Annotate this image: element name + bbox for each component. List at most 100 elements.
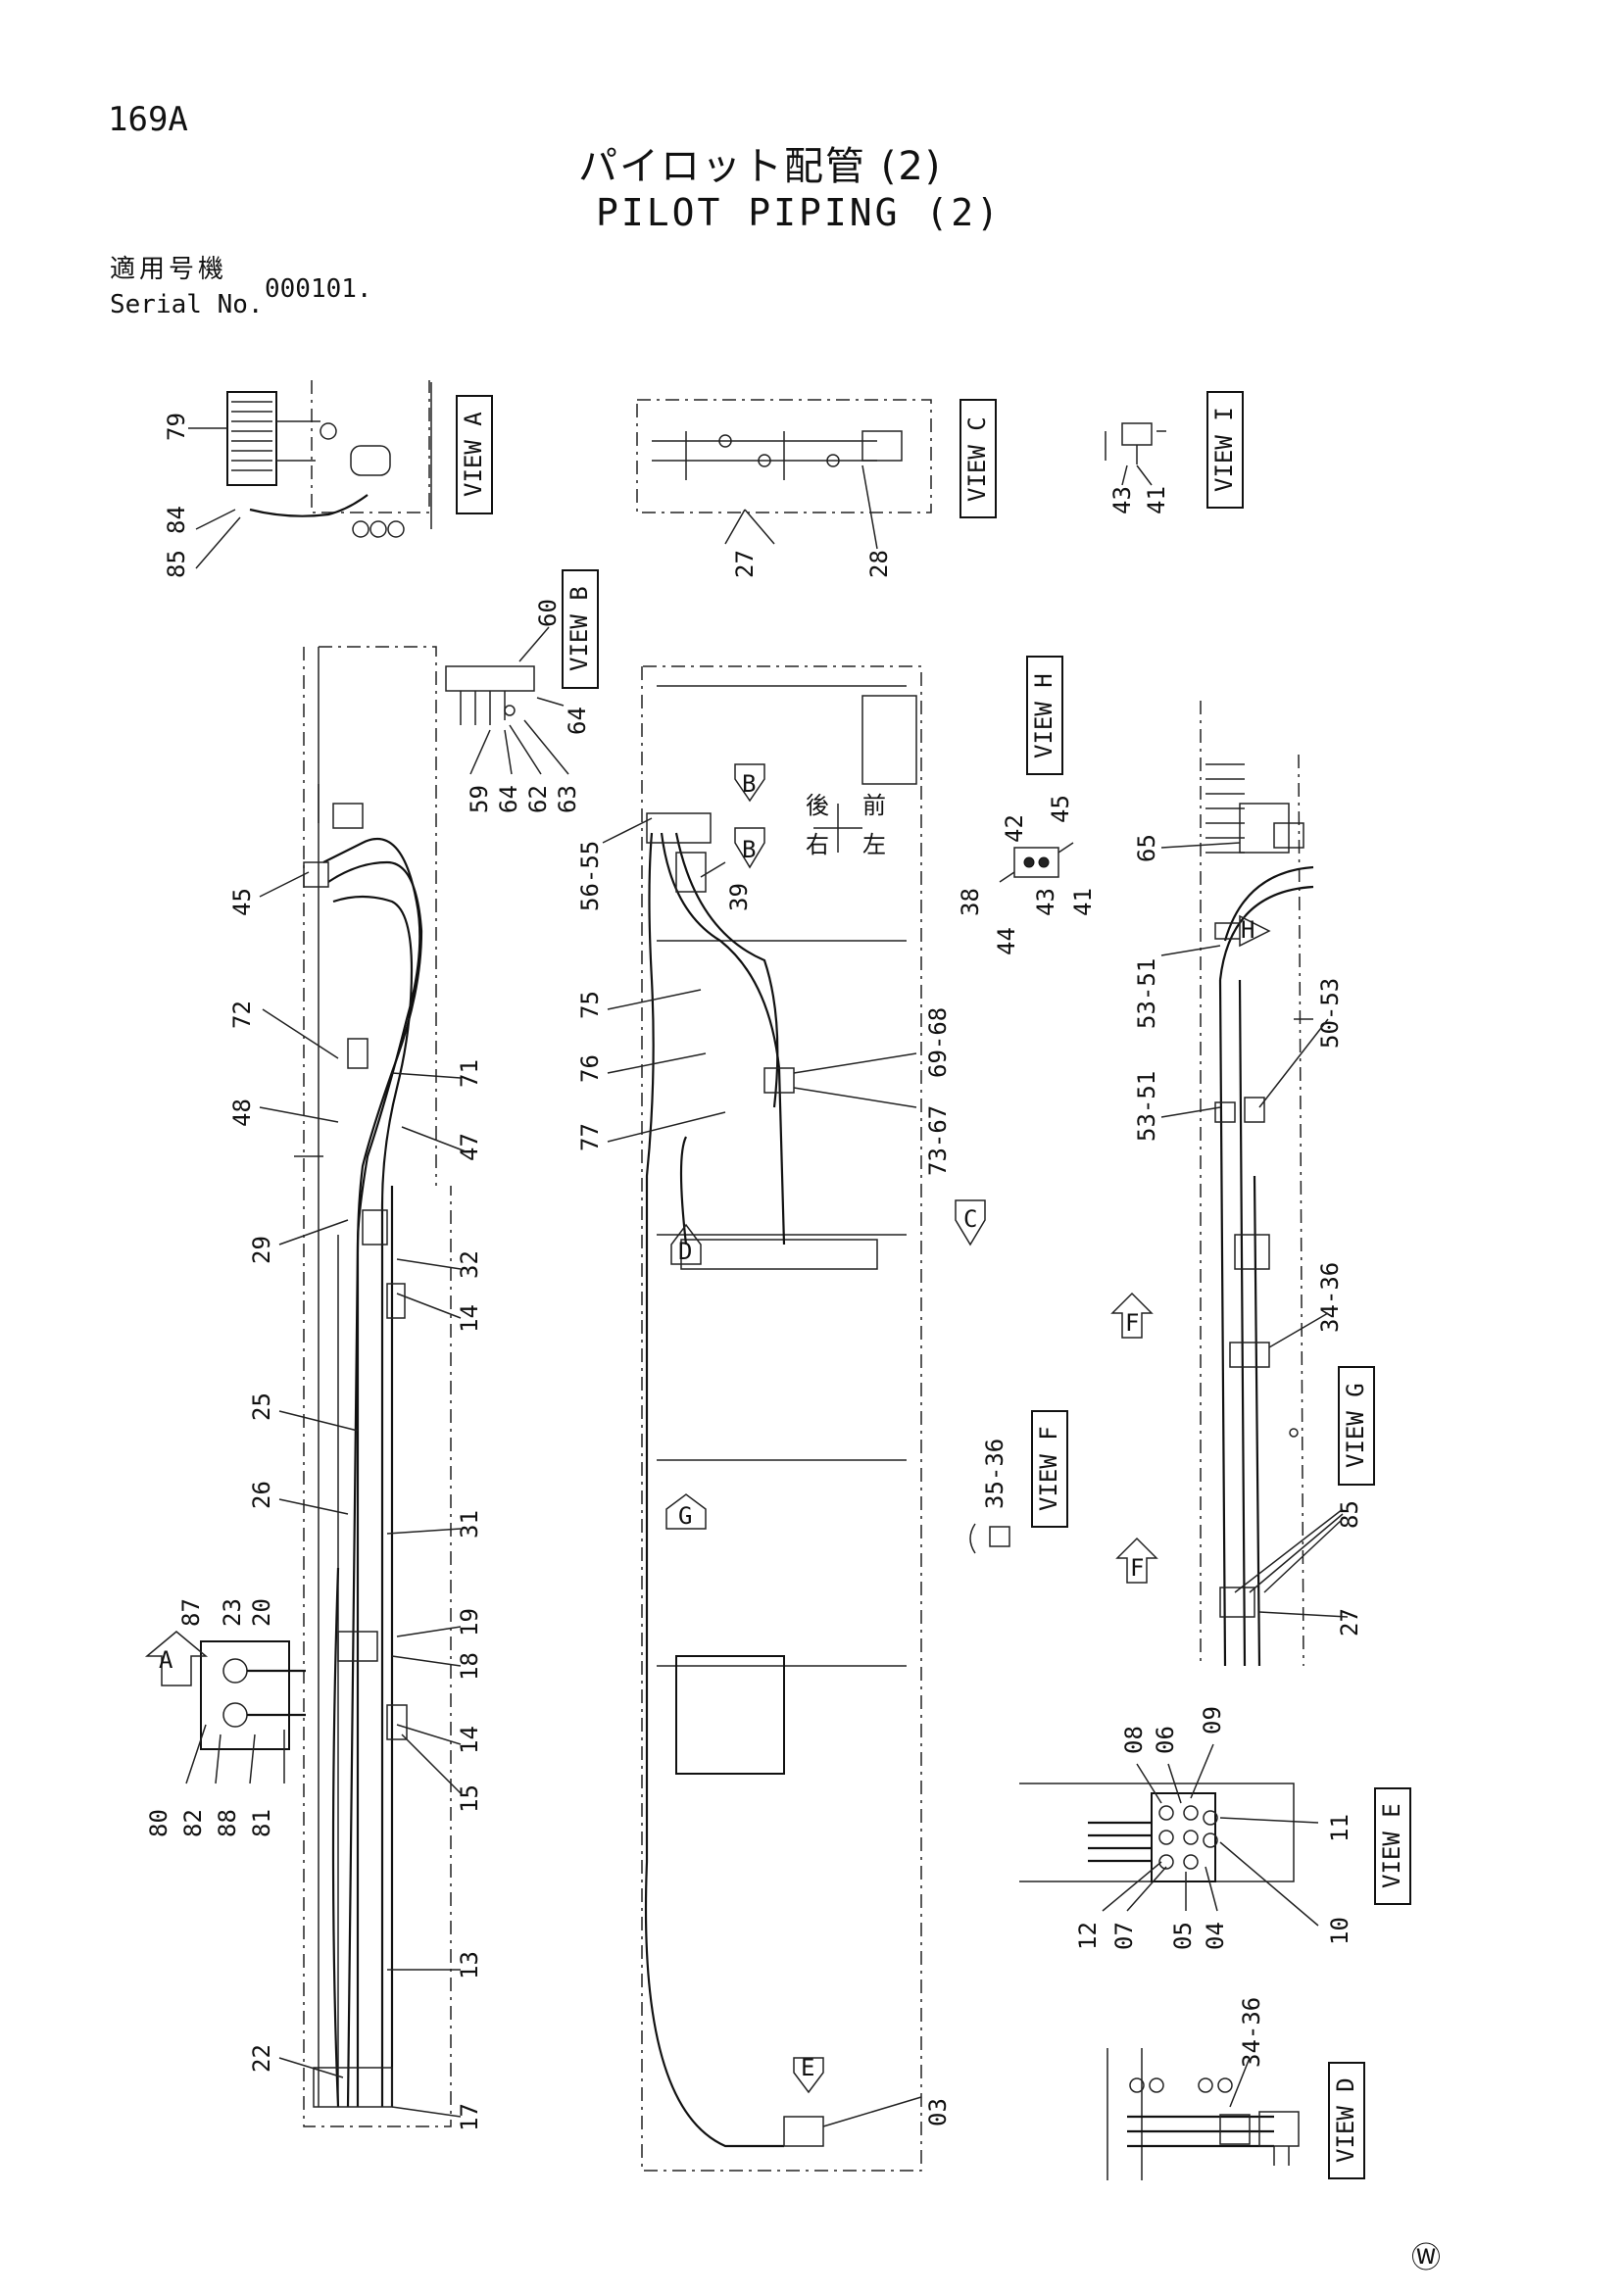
part-53-51: 53-51 <box>1133 958 1160 1029</box>
view-a-sub-detail <box>185 1640 306 1784</box>
part-64: 64 <box>564 707 591 735</box>
view-b-label: VIEW B <box>566 586 593 671</box>
arrow-f-upper: F <box>1110 1292 1154 1339</box>
compass-front: 前 <box>862 792 886 819</box>
part-60: 60 <box>534 599 562 627</box>
view-g-detail <box>1200 701 1314 1667</box>
part-26: 26 <box>248 1481 275 1509</box>
view-g-label: VIEW G <box>1342 1383 1369 1468</box>
part-44: 44 <box>993 927 1020 955</box>
part-14: 14 <box>456 1304 483 1333</box>
part-43: 43 <box>1108 486 1136 514</box>
view-e-label: VIEW E <box>1378 1803 1405 1888</box>
part-20: 20 <box>248 1598 275 1627</box>
part-88: 88 <box>214 1809 241 1837</box>
part-71: 71 <box>456 1059 483 1088</box>
part-25: 25 <box>248 1392 275 1421</box>
part-63: 63 <box>554 785 581 813</box>
arrow-b-label: B <box>742 770 756 798</box>
part-47: 47 <box>456 1133 483 1161</box>
part-69-68: 69-68 <box>924 1007 952 1078</box>
part-76: 76 <box>576 1054 604 1083</box>
part-15: 15 <box>456 1784 483 1813</box>
arrow-d: D <box>670 1223 702 1265</box>
part-85: 85 <box>1336 1500 1363 1529</box>
compass-left: 左 <box>862 831 886 858</box>
serial-value: 000101. <box>265 274 372 304</box>
part-64: 64 <box>495 785 522 813</box>
view-d-label: VIEW D <box>1332 2077 1359 2163</box>
arrow-g-label: G <box>678 1502 692 1530</box>
part-84: 84 <box>163 506 190 534</box>
part-23: 23 <box>219 1598 246 1627</box>
arrow-g: G <box>665 1493 707 1530</box>
view-h-tag <box>1026 656 1063 775</box>
part-29: 29 <box>248 1236 275 1264</box>
view-c-tag <box>959 399 997 518</box>
view-e-detail <box>1019 1783 1295 1882</box>
part-41: 41 <box>1069 888 1097 916</box>
part-65: 65 <box>1133 834 1160 862</box>
part-59: 59 <box>466 785 493 813</box>
arrow-h: H <box>1214 914 1271 948</box>
part-09: 09 <box>1199 1706 1226 1734</box>
part-77: 77 <box>576 1123 604 1151</box>
part-87: 87 <box>177 1598 205 1627</box>
part-79: 79 <box>163 413 190 441</box>
part-14: 14 <box>456 1726 483 1754</box>
arrow-c-label: C <box>963 1205 977 1233</box>
part-39: 39 <box>725 883 753 911</box>
view-f-detail <box>969 1523 1010 1554</box>
part-81: 81 <box>248 1809 275 1837</box>
part-10: 10 <box>1326 1917 1353 1945</box>
arrow-f-label: F <box>1125 1309 1139 1337</box>
view-a-label: VIEW A <box>460 412 487 497</box>
part-80: 80 <box>145 1809 172 1837</box>
part-48: 48 <box>228 1099 256 1127</box>
part-34-36: 34-36 <box>1238 1997 1265 2068</box>
left-frame-view <box>294 646 452 2127</box>
part-50-53: 50-53 <box>1316 978 1344 1049</box>
view-i-label: VIEW I <box>1210 407 1238 492</box>
compass-rear: 後 <box>806 792 829 819</box>
view-f-tag <box>1031 1410 1068 1528</box>
part-35-36: 35-36 <box>981 1439 1008 1509</box>
part-75: 75 <box>576 991 604 1019</box>
part-27: 27 <box>731 550 759 578</box>
part-32: 32 <box>456 1250 483 1279</box>
view-a-detail <box>226 380 432 538</box>
part-22: 22 <box>248 2044 275 2073</box>
part-07: 07 <box>1110 1922 1138 1950</box>
view-f-label: VIEW F <box>1035 1426 1062 1511</box>
view-e-tag <box>1374 1787 1411 1905</box>
part-73-67: 73-67 <box>924 1105 952 1176</box>
part-31: 31 <box>456 1510 483 1539</box>
arrow-c: C <box>955 1199 986 1246</box>
part-08: 08 <box>1120 1726 1148 1754</box>
view-i-tag <box>1206 391 1244 509</box>
page-number: 169A <box>108 100 188 139</box>
arrow-a-label: A <box>159 1646 173 1674</box>
title-english: PILOT PIPING (2) <box>596 191 1003 234</box>
view-i-detail <box>1105 422 1166 486</box>
part-82: 82 <box>179 1809 207 1837</box>
part-27: 27 <box>1336 1608 1363 1637</box>
part-41: 41 <box>1143 486 1170 514</box>
part-85: 85 <box>163 550 190 578</box>
corner-mark: Ⓦ <box>1411 2241 1441 2275</box>
part-13: 13 <box>456 1951 483 1979</box>
view-d-detail <box>1107 2048 1300 2180</box>
part-45: 45 <box>228 888 256 916</box>
part-12: 12 <box>1074 1922 1102 1950</box>
compass-right: 右 <box>806 831 829 858</box>
serial-label-japanese: 適用号機 <box>110 255 228 284</box>
view-g-tag <box>1338 1366 1375 1486</box>
arrow-b-label: B <box>742 836 756 863</box>
view-d-tag <box>1328 2062 1365 2179</box>
part-34-36: 34-36 <box>1316 1262 1344 1333</box>
serial-label-english: Serial No. <box>110 290 264 319</box>
part-04: 04 <box>1202 1922 1229 1950</box>
title-japanese: パイロット配管 (2) <box>578 144 943 189</box>
part-43: 43 <box>1032 888 1059 916</box>
